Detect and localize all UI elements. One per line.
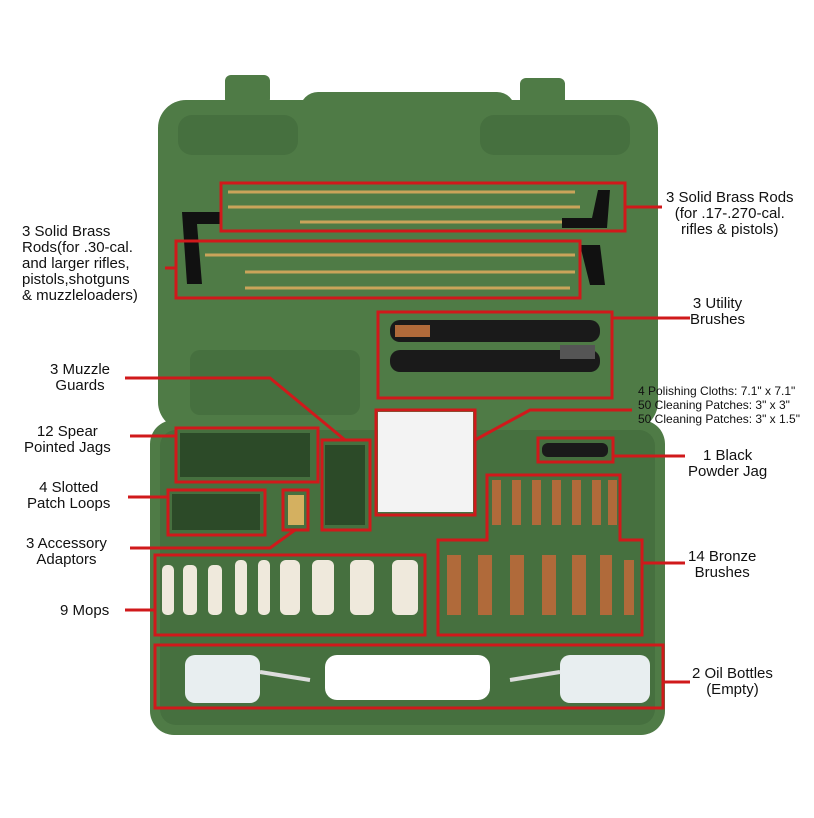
label-bronze-brushes: 14 Bronze Brushes: [688, 549, 756, 581]
label-line: 50 Cleaning Patches: 3" x 1.5": [638, 412, 800, 426]
label-line: Rods(for .30-cal.: [22, 239, 133, 256]
label-line: 3 Solid Brass: [22, 223, 111, 240]
label-line: 1 Black: [703, 447, 753, 464]
label-slotted-loops: 4 Slotted Patch Loops: [27, 480, 110, 512]
label-line: 50 Cleaning Patches: 3" x 3": [638, 398, 790, 412]
label-line: pistols,shotguns: [22, 271, 130, 288]
label-cloths-patches: 4 Polishing Cloths: 7.1" x 7.1" 50 Clean…: [638, 384, 800, 426]
label-brass-rods-large: 3 Solid Brass Rods(for .30-cal. and larg…: [22, 224, 138, 304]
label-line: Brushes: [690, 311, 746, 328]
label-line: 12 Spear: [36, 423, 98, 440]
label-line: (for .17-.270-cal.: [674, 205, 785, 222]
label-line: 4 Slotted: [39, 479, 99, 496]
label-utility-brushes: 3 Utility Brushes: [690, 296, 745, 328]
label-spear-jags: 12 Spear Pointed Jags: [24, 424, 111, 456]
brass-rods: [205, 190, 580, 290]
label-line: 4 Polishing Cloths: 7.1" x 7.1": [638, 384, 796, 398]
label-line: 2 Oil Bottles: [692, 665, 773, 682]
label-line: 3 Solid Brass Rods: [666, 189, 794, 206]
label-line: Guards: [55, 377, 105, 394]
label-line: (Empty): [706, 681, 759, 698]
label-line: 3 Muzzle: [50, 361, 111, 378]
label-line: Patch Loops: [27, 495, 111, 512]
label-line: Brushes: [694, 564, 750, 581]
leader-lines: [125, 205, 690, 684]
label-muzzle-guards: 3 Muzzle Guards: [50, 362, 110, 394]
label-black-powder-jag: 1 Black Powder Jag: [688, 448, 767, 480]
label-line: 14 Bronze: [688, 548, 757, 565]
label-oil-bottles: 2 Oil Bottles (Empty): [692, 666, 773, 698]
label-brass-rods-small: 3 Solid Brass Rods (for .17-.270-cal. ri…: [666, 190, 794, 238]
label-line: 3 Accessory: [26, 535, 107, 552]
label-line: 9 Mops: [60, 602, 110, 619]
label-line: and larger rifles,: [22, 255, 130, 272]
label-line: Pointed Jags: [24, 439, 111, 456]
label-accessory-adaptors: 3 Accessory Adaptors: [26, 536, 107, 568]
label-mops: 9 Mops: [60, 603, 109, 619]
label-line: Powder Jag: [688, 463, 768, 480]
label-line: & muzzleloaders): [22, 287, 138, 304]
label-line: Adaptors: [36, 551, 97, 568]
label-line: 3 Utility: [692, 295, 743, 312]
label-line: rifles & pistols): [681, 221, 779, 238]
